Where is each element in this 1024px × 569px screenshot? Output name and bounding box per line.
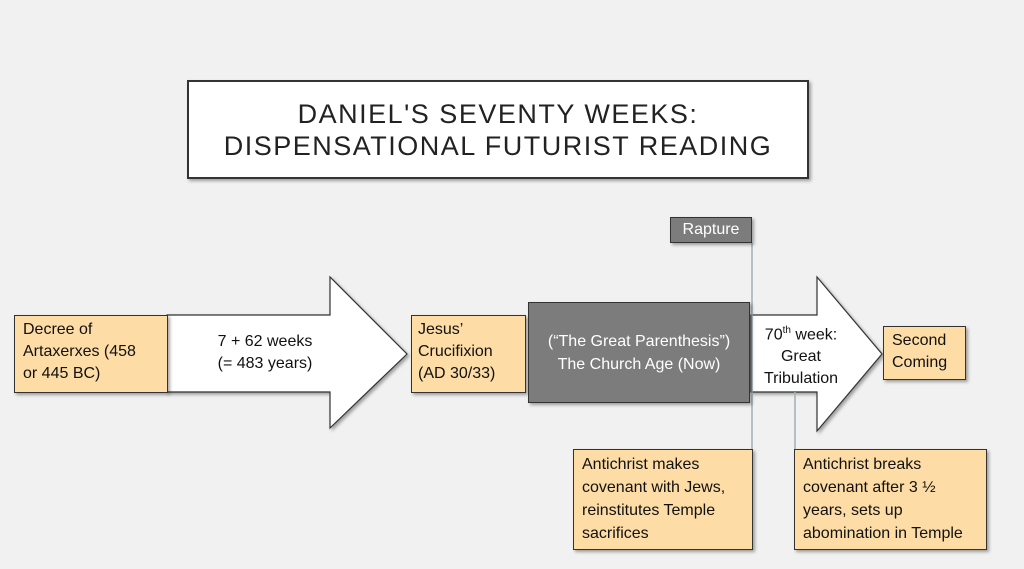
title-line-2: DISPENSATIONAL FUTURIST READING — [223, 130, 773, 161]
week-word: week: — [790, 326, 838, 344]
slide-title: DANIEL'S SEVENTY WEEKS: DISPENSATIONAL F… — [187, 80, 809, 179]
text-line: Great — [780, 348, 821, 366]
text-line: Crucifixion — [418, 343, 493, 360]
text-line: 70th week: — [756, 320, 846, 346]
decree-box: Decree of Artaxerxes (458 or 445 BC) — [14, 315, 168, 393]
arrow-483-years — [166, 275, 408, 430]
second-coming-box: Second Coming — [883, 326, 966, 380]
text-line: (“The Great Parenthesis”) — [547, 332, 731, 350]
text-line: The Church Age (Now) — [557, 355, 721, 373]
text-line: Coming — [892, 354, 948, 371]
text-line: 7 + 62 weeks — [217, 333, 313, 350]
rapture-box: Rapture — [670, 217, 752, 243]
church-age-box: (“The Great Parenthesis”) The Church Age… — [528, 302, 750, 403]
arrow-483-label: 7 + 62 weeks (= 483 years) — [180, 331, 350, 375]
text-line: Artaxerxes (458 — [23, 343, 136, 360]
text-line: Decree of — [23, 321, 93, 338]
text-line: covenant with Jews, — [582, 479, 726, 496]
covenant-note-box: Antichrist makes covenant with Jews, rei… — [573, 449, 753, 550]
week-number: 70 — [764, 326, 783, 344]
text-line: (= 483 years) — [217, 355, 313, 372]
text-line: Antichrist breaks — [803, 456, 922, 473]
text-line: Second — [892, 332, 947, 349]
abomination-note-box: Antichrist breaks covenant after 3 ½ yea… — [794, 449, 987, 550]
text-line: Antichrist makes — [582, 456, 700, 473]
arrow-70th-label: 70th week: Great Tribulation — [756, 320, 846, 390]
text-line: years, sets up — [803, 502, 903, 519]
text-line: (AD 30/33) — [418, 365, 496, 382]
text-line: abomination in Temple — [803, 525, 963, 542]
text-line: reinstitutes Temple — [582, 502, 716, 519]
rapture-label: Rapture — [682, 221, 740, 238]
text-line: covenant after 3 ½ — [803, 479, 936, 496]
crucifixion-box: Jesus’ Crucifixion (AD 30/33) — [411, 315, 526, 393]
text-line: sacrifices — [582, 525, 649, 542]
text-line: Tribulation — [763, 370, 839, 388]
text-line: or 445 BC) — [23, 365, 101, 382]
text-line: Jesus’ — [418, 321, 464, 338]
arrow-70th-week — [750, 275, 883, 433]
title-line-1: DANIEL'S SEVENTY WEEKS: — [297, 98, 699, 129]
ordinal-suffix: th — [782, 325, 791, 336]
